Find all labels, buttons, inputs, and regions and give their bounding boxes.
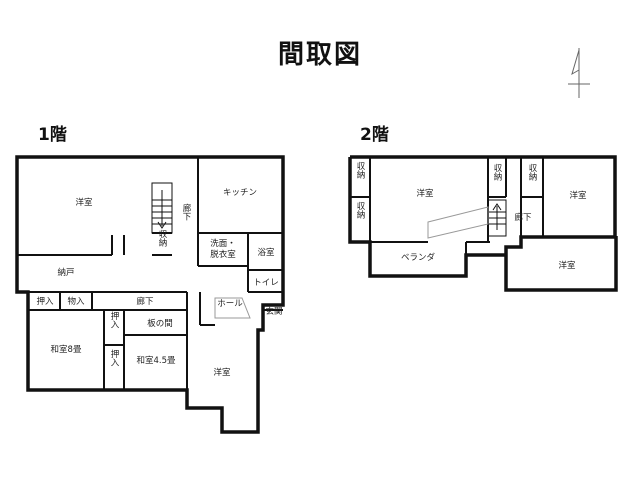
room-itanoma: 板の間 [147,318,173,329]
room-shuno-a: 収納 [355,161,365,180]
room-oshiire2: 押入 [109,311,119,329]
floor1-label: 1階 [38,125,67,145]
page-title: 間取図 [277,40,362,70]
room-youshitsu-bottom: 洋室 [558,260,576,271]
room-toilet: トイレ [253,278,279,288]
floor2-label: 2階 [360,125,389,145]
room-youshitsu-main: 洋室 [75,197,93,208]
room-hall: ホール [217,299,243,309]
room-shuno-d: 収納 [527,163,537,182]
floor1-outer-wall [15,155,285,434]
room-oshiire1: 押入 [36,296,54,307]
room-kitchen: キッチン [223,188,257,198]
room-youshitsu-small: 洋室 [213,367,231,378]
north-arrow-icon [568,48,590,98]
room-washitsu8: 和室8畳 [51,344,82,355]
room-rouka-mid: 廊下 [136,296,154,307]
room-shuno-stair: 収納 [157,229,167,248]
room-yokushitsu: 浴室 [257,247,275,258]
room-youshitsu-left: 洋室 [416,188,434,199]
room-rouka-2f: 廊下 [514,212,532,223]
room-washitsu45: 和室4.5畳 [136,355,176,366]
room-nando: 納戸 [57,267,74,278]
room-youshitsu-right: 洋室 [569,190,587,201]
room-shuno-b: 収納 [355,201,365,220]
room-veranda: ベランダ [401,252,436,263]
room-senmen: 洗面・ [210,238,236,249]
room-oshiire3: 押入 [109,349,119,367]
room-senmen-2: 脱衣室 [210,249,236,260]
floor2-outer-wall [350,155,618,292]
room-shuno-c: 収納 [492,163,502,182]
room-monoire: 物入 [67,296,85,307]
room-genkan: 玄関 [265,306,282,317]
room-rouka-right: 廊下 [181,203,191,222]
